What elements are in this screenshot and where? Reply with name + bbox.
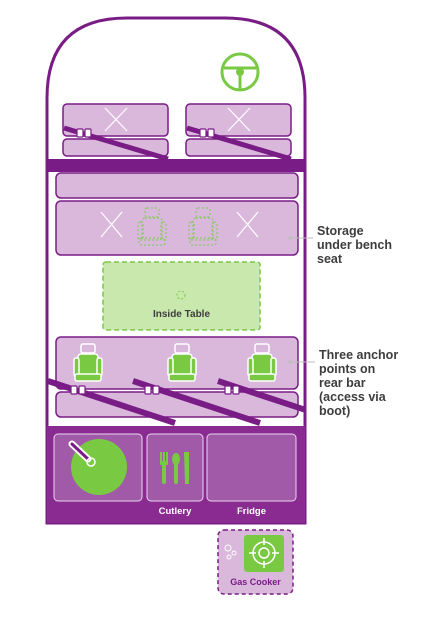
seat-cross-icon	[104, 107, 128, 132]
fridge-label: Fridge	[236, 506, 267, 517]
seat-cross-icon	[100, 211, 259, 238]
burner-icon	[249, 538, 279, 568]
front-seat-left	[62, 103, 169, 157]
inside-table-label: Inside Table	[152, 309, 211, 320]
gas-cooker-label: Gas Cooker	[230, 577, 281, 587]
fridge	[206, 433, 297, 502]
inside-table	[102, 261, 261, 331]
anchors-annotation: Three anchor points on rear bar (access …	[319, 348, 399, 418]
sink-icon	[68, 439, 127, 495]
gas-cooker	[217, 529, 294, 595]
storage-annotation: Storage under bench seat	[317, 224, 393, 266]
bench-seat	[55, 172, 299, 256]
cutlery-label: Cutlery	[158, 506, 192, 517]
bubbles-icon	[224, 544, 237, 560]
seat-cross-icon	[227, 107, 251, 132]
steering-wheel-icon	[220, 52, 260, 92]
cab-divider-bar	[47, 159, 305, 172]
table-leg-icon	[176, 290, 186, 300]
cutlery-icon	[160, 452, 189, 484]
